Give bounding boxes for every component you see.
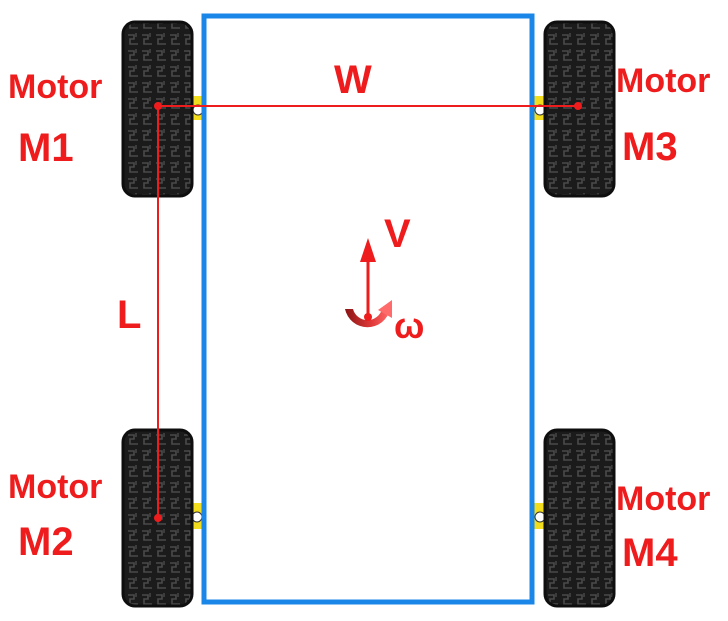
length-label: L bbox=[117, 293, 142, 337]
width-label: W bbox=[334, 58, 372, 102]
motor-m4-id: M4 bbox=[622, 531, 678, 575]
velocity-label: V bbox=[384, 212, 411, 256]
motor-m3-id: M3 bbox=[622, 125, 678, 169]
motor-m1-id: M1 bbox=[18, 126, 74, 170]
motor-m2-id: M2 bbox=[18, 520, 74, 564]
motor-m2-word: Motor bbox=[8, 468, 103, 506]
wheel-center-m1 bbox=[154, 102, 162, 110]
wheel-center-m2 bbox=[154, 514, 162, 522]
motor-m3-word: Motor bbox=[616, 62, 711, 100]
up-arrow-icon bbox=[360, 238, 376, 316]
angular-velocity-label: ω bbox=[394, 305, 425, 346]
motor-m1-word: Motor bbox=[8, 68, 103, 106]
wheel-m4 bbox=[543, 428, 616, 608]
wheel-center-m3 bbox=[574, 102, 582, 110]
rotation-arrow-icon bbox=[345, 300, 392, 328]
motor-m4-word: Motor bbox=[616, 480, 711, 518]
